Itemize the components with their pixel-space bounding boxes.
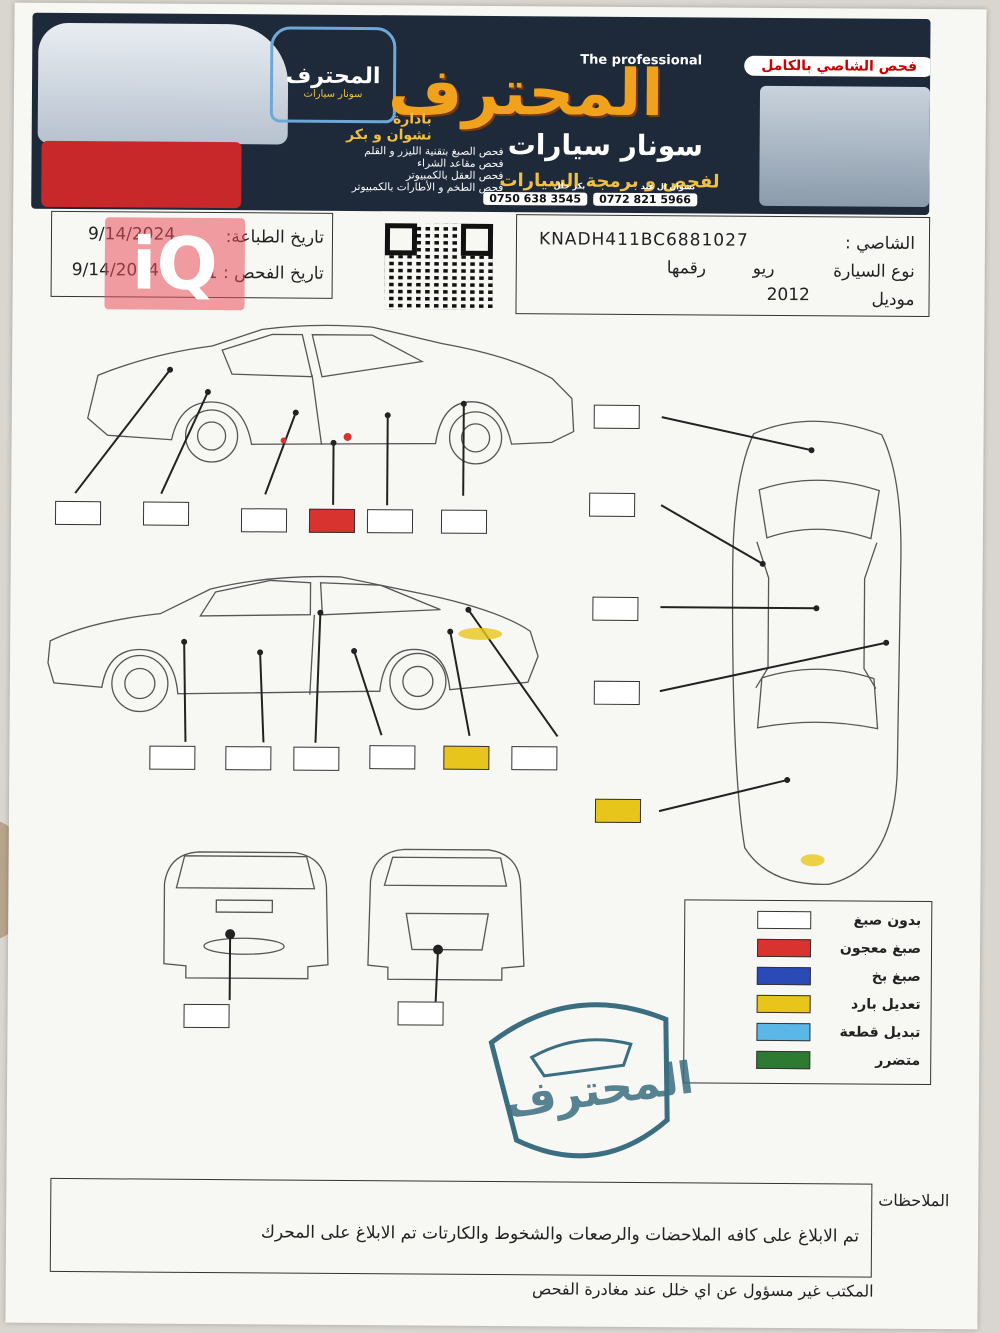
notes-text: تم الابلاغ على كافه الملاحضات والرصعات و… (260, 1222, 860, 1247)
legend-swatch (757, 910, 812, 930)
legend-row: تبديل قطعة (756, 1022, 921, 1042)
part-box-rear-pillar (589, 492, 636, 517)
legend-label: تبديل قطعة (839, 1024, 921, 1041)
part-box-hood (594, 798, 642, 824)
legend-swatch (756, 1022, 811, 1042)
car-diagram (47, 324, 902, 1002)
part-box-trunk-lid (593, 404, 640, 429)
part-box-trunk-left (511, 746, 558, 771)
legend-swatch (756, 994, 811, 1014)
part-box-front-bumper (397, 1001, 444, 1026)
part-box-pillar-left (293, 746, 340, 771)
part-box-front-door-right (366, 509, 414, 534)
inspection-report-page: المحترف سونار سيارات The professional ال… (5, 2, 987, 1330)
part-box-sill-right (308, 508, 356, 534)
legend-row: صبغ بخ (756, 966, 921, 986)
car-front-view (367, 848, 525, 981)
legend-label: بدون صبغ (853, 912, 922, 929)
legend-label: صبغ معجون (839, 940, 922, 957)
legend-label: صبغ بخ (871, 968, 921, 985)
part-box-front-door-left (225, 746, 272, 771)
company-stamp: المحترف (474, 978, 696, 1181)
legend-swatch (756, 966, 811, 986)
red-marks (280, 432, 352, 444)
legend-row: تعديل بارد (756, 994, 921, 1014)
part-box-front-fender-right (440, 509, 488, 534)
notes-label: الملاحظات (878, 1190, 950, 1211)
legend-label: تعديل بارد (850, 996, 921, 1013)
legend-row: متضرر (756, 1050, 921, 1070)
stamp-shield-icon (488, 1002, 670, 1159)
part-box-rear-door-right (240, 508, 288, 533)
notes-box: تم الابلاغ على كافه الملاحضات والرصعات و… (49, 1177, 873, 1278)
yellow-marks (458, 627, 825, 867)
color-legend: بدون صبغ صبغ معجون صبغ بخ تعديل بارد تبد… (683, 899, 933, 1086)
legend-swatch (756, 1050, 811, 1070)
part-box-a-pillar (593, 680, 640, 706)
disclaimer-line: المكتب غير مسؤول عن اي خلل عند مغادرة ال… (531, 1279, 874, 1301)
legend-row: بدون صبغ (757, 910, 922, 930)
car-top-view (731, 420, 902, 885)
part-box-rear-bumper-right (54, 500, 102, 526)
car-rear-view (163, 851, 329, 980)
legend-row: صبغ معجون (756, 938, 922, 958)
leader-dots (167, 366, 890, 955)
car-left-side-view (47, 575, 539, 713)
part-box-rear-bumper (183, 1003, 230, 1029)
car-right-side-view (86, 324, 575, 465)
part-box-rear-fender-right (142, 501, 190, 526)
part-box-front-fender-left (149, 745, 196, 770)
legend-swatch (756, 938, 812, 958)
part-box-roof (592, 596, 639, 621)
part-box-rear-door-left (369, 745, 416, 770)
disclaimer: المكتب غير مسؤول عن اي خلل عند مغادرة ال… (532, 1278, 874, 1302)
legend-label: متضرر (875, 1052, 921, 1069)
part-box-rear-fender-left (443, 745, 490, 770)
